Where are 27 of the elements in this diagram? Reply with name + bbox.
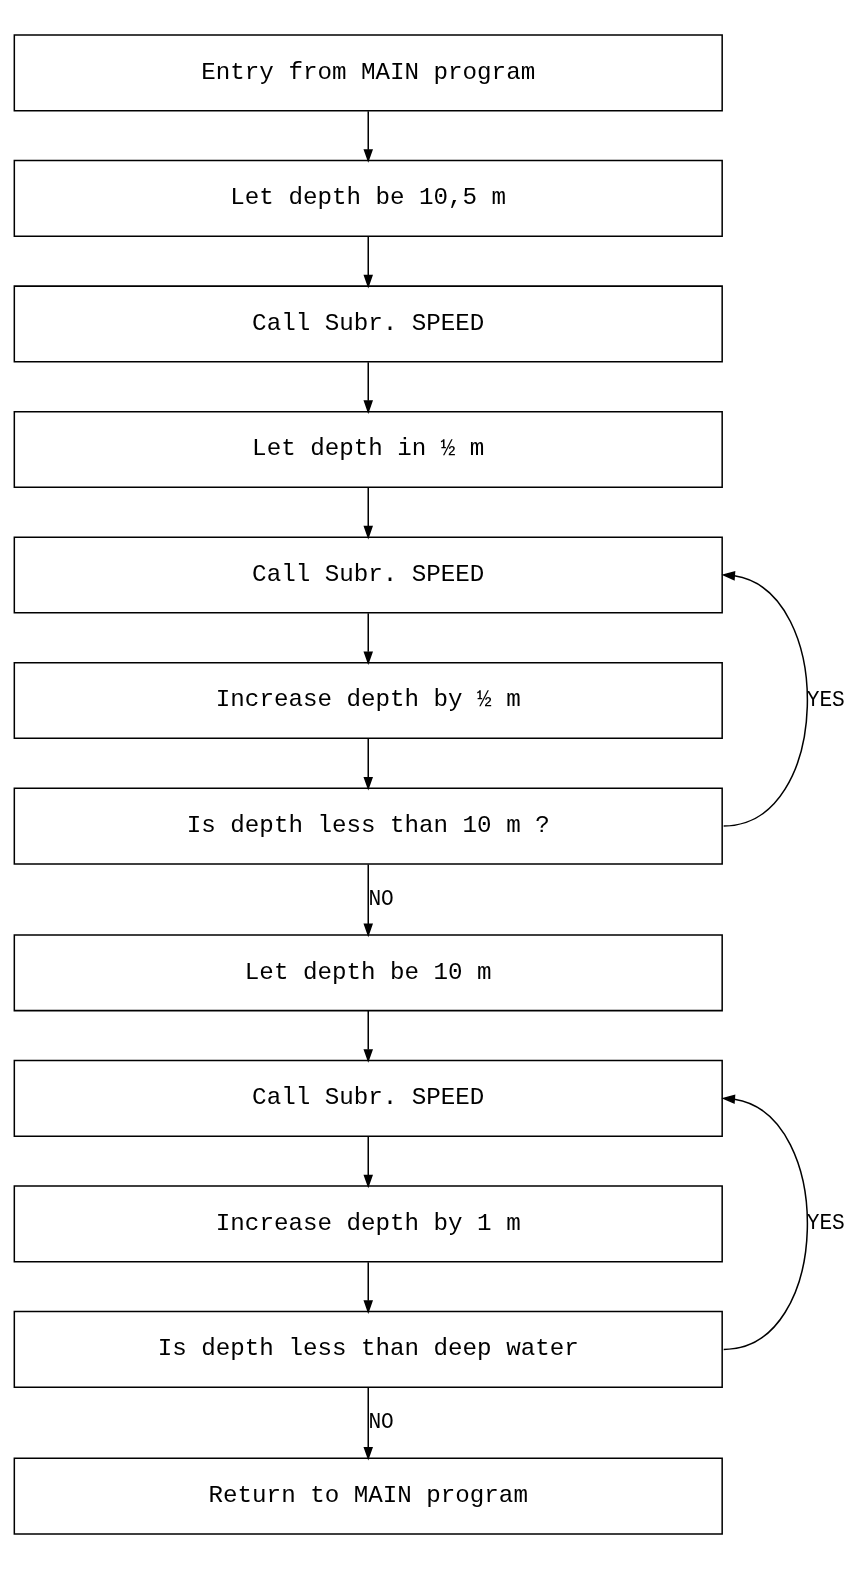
- node-box: Is depth less than deep water: [13, 1310, 723, 1388]
- arrow: [363, 110, 373, 163]
- node-box: Call Subr. SPEED: [13, 285, 723, 363]
- edge-label: NO: [368, 1410, 394, 1435]
- node-box: Increase depth by ½ m: [13, 662, 723, 740]
- node-box: Let depth be 10 m: [13, 934, 723, 1012]
- arrow: [363, 1010, 373, 1063]
- arrow: [363, 738, 373, 791]
- edge-label: NO: [368, 887, 394, 912]
- arrow: [363, 361, 373, 414]
- node-box: Is depth less than 10 m ?: [13, 787, 723, 865]
- node-box: Let depth be 10,5 m: [13, 159, 723, 237]
- arrow: [721, 571, 809, 827]
- node-box: Let depth in ½ m: [13, 410, 723, 489]
- arrow: [363, 1387, 373, 1461]
- node-box: Call Subr. SPEED: [13, 536, 723, 614]
- arrow: [721, 1094, 809, 1351]
- arrow: [363, 487, 373, 540]
- node-box: Entry from MAIN program: [13, 34, 723, 112]
- arrow: [363, 1135, 373, 1189]
- node-box: Increase depth by 1 m: [13, 1185, 723, 1263]
- arrow: [363, 1261, 373, 1314]
- arrow: [363, 863, 373, 938]
- arrow: [363, 612, 373, 665]
- node-box: Return to MAIN program: [13, 1457, 723, 1535]
- arrow: [363, 235, 373, 289]
- node-box: Call Subr. SPEED: [13, 1059, 723, 1137]
